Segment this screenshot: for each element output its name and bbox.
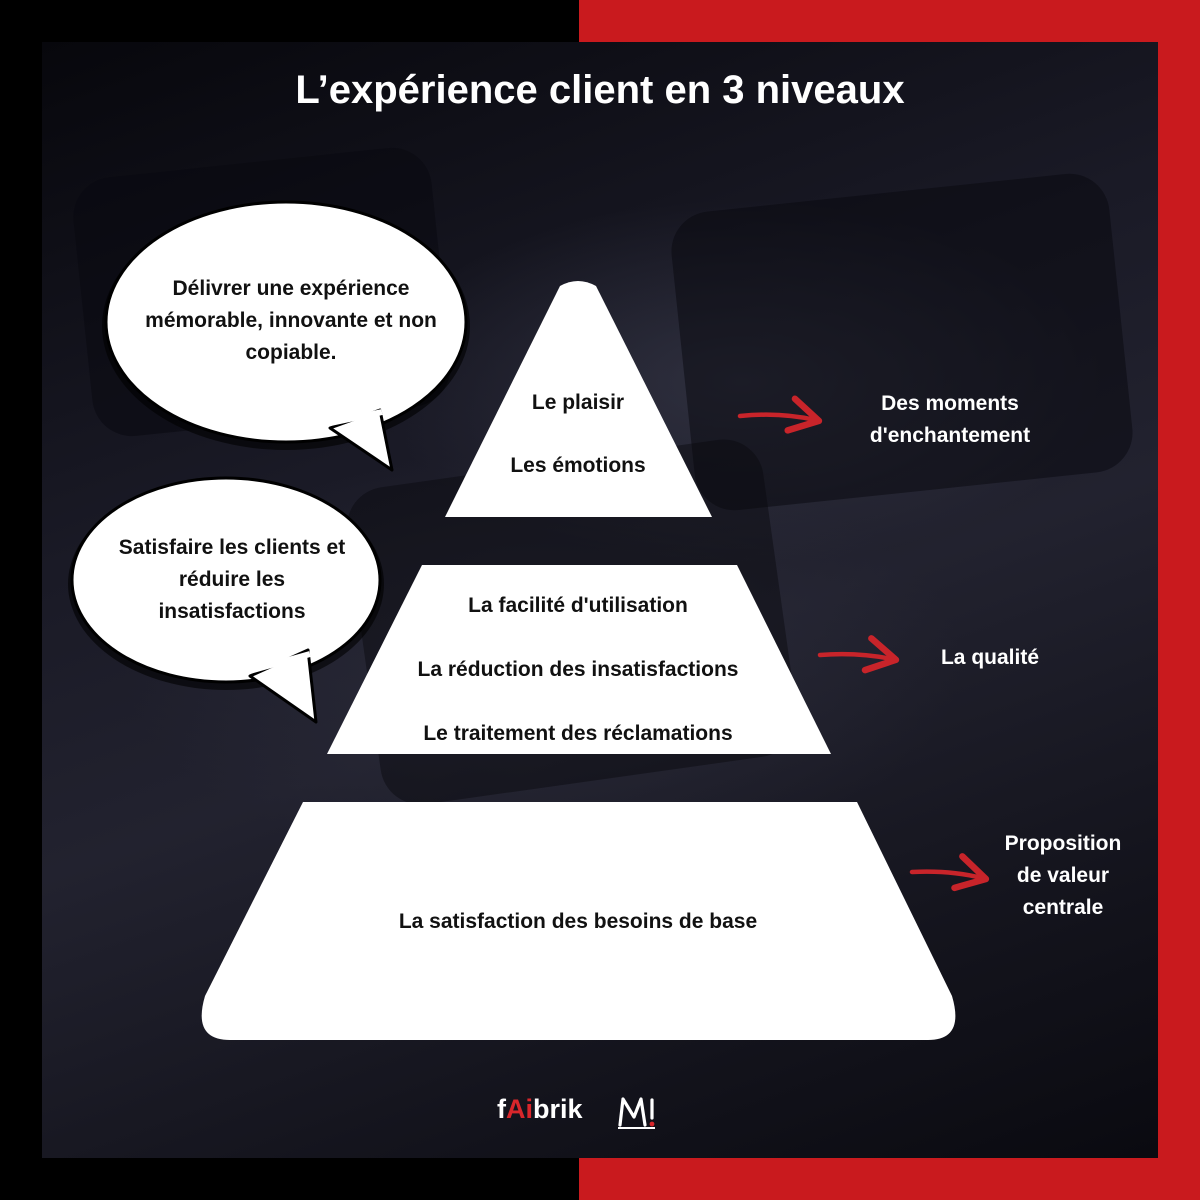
bubble-line: réduire les <box>178 568 286 591</box>
brand-logo-accent: Ai <box>506 1094 533 1124</box>
red-border-right <box>1158 0 1200 1200</box>
brand-logo-part: f <box>497 1094 506 1124</box>
tier-item: La facilité d'utilisation <box>468 594 688 617</box>
outcome-line: d'enchantement <box>869 424 1031 447</box>
bubble-line: copiable. <box>245 341 337 364</box>
bubble-text-top: Délivrer une expérience mémorable, innov… <box>96 273 486 369</box>
outcome-label-middle: La qualité <box>890 642 1090 674</box>
page-title: L’expérience client en 3 niveaux <box>295 68 905 112</box>
outcome-line: de valeur <box>1016 864 1110 887</box>
pyramid-middle-tier <box>327 565 831 754</box>
tier-item: Le plaisir <box>531 391 625 414</box>
outcome-line: Proposition <box>1004 832 1122 855</box>
brand-logo: fAibrik <box>497 1094 583 1125</box>
arrow-right-icon <box>909 853 990 892</box>
arrow-right-icon <box>817 635 900 674</box>
tier-item: Le traitement des réclamations <box>423 722 733 745</box>
arrow-right-icon <box>737 395 823 434</box>
speech-bubble-middle <box>68 476 384 724</box>
outcome-label-top: Des moments d'enchantement <box>830 388 1070 452</box>
bubble-text-middle: Satisfaire les clients et réduire les in… <box>72 532 392 628</box>
bubble-line: insatisfactions <box>158 600 306 623</box>
pyramid-top-tier <box>445 281 712 517</box>
outcome-line: La qualité <box>940 646 1040 669</box>
red-corner-bottom <box>579 1158 1200 1200</box>
outcome-line: centrale <box>1022 896 1104 919</box>
bubble-line: Délivrer une expérience <box>172 277 410 300</box>
tier-item: Les émotions <box>510 454 646 477</box>
bubble-line: mémorable, innovante et non <box>145 309 437 332</box>
bubble-line: Satisfaire les clients et <box>118 536 346 559</box>
speech-bubble-top <box>102 200 470 472</box>
tier-item: La satisfaction des besoins de base <box>398 910 758 933</box>
pyramid-bottom-tier <box>201 802 956 1040</box>
tier-item: La réduction des insatisfactions <box>417 658 739 681</box>
outcome-label-bottom: Proposition de valeur centrale <box>983 828 1143 924</box>
red-corner-top <box>579 0 1200 42</box>
brand-logo-part: brik <box>533 1094 583 1124</box>
outcome-line: Des moments <box>881 392 1019 415</box>
